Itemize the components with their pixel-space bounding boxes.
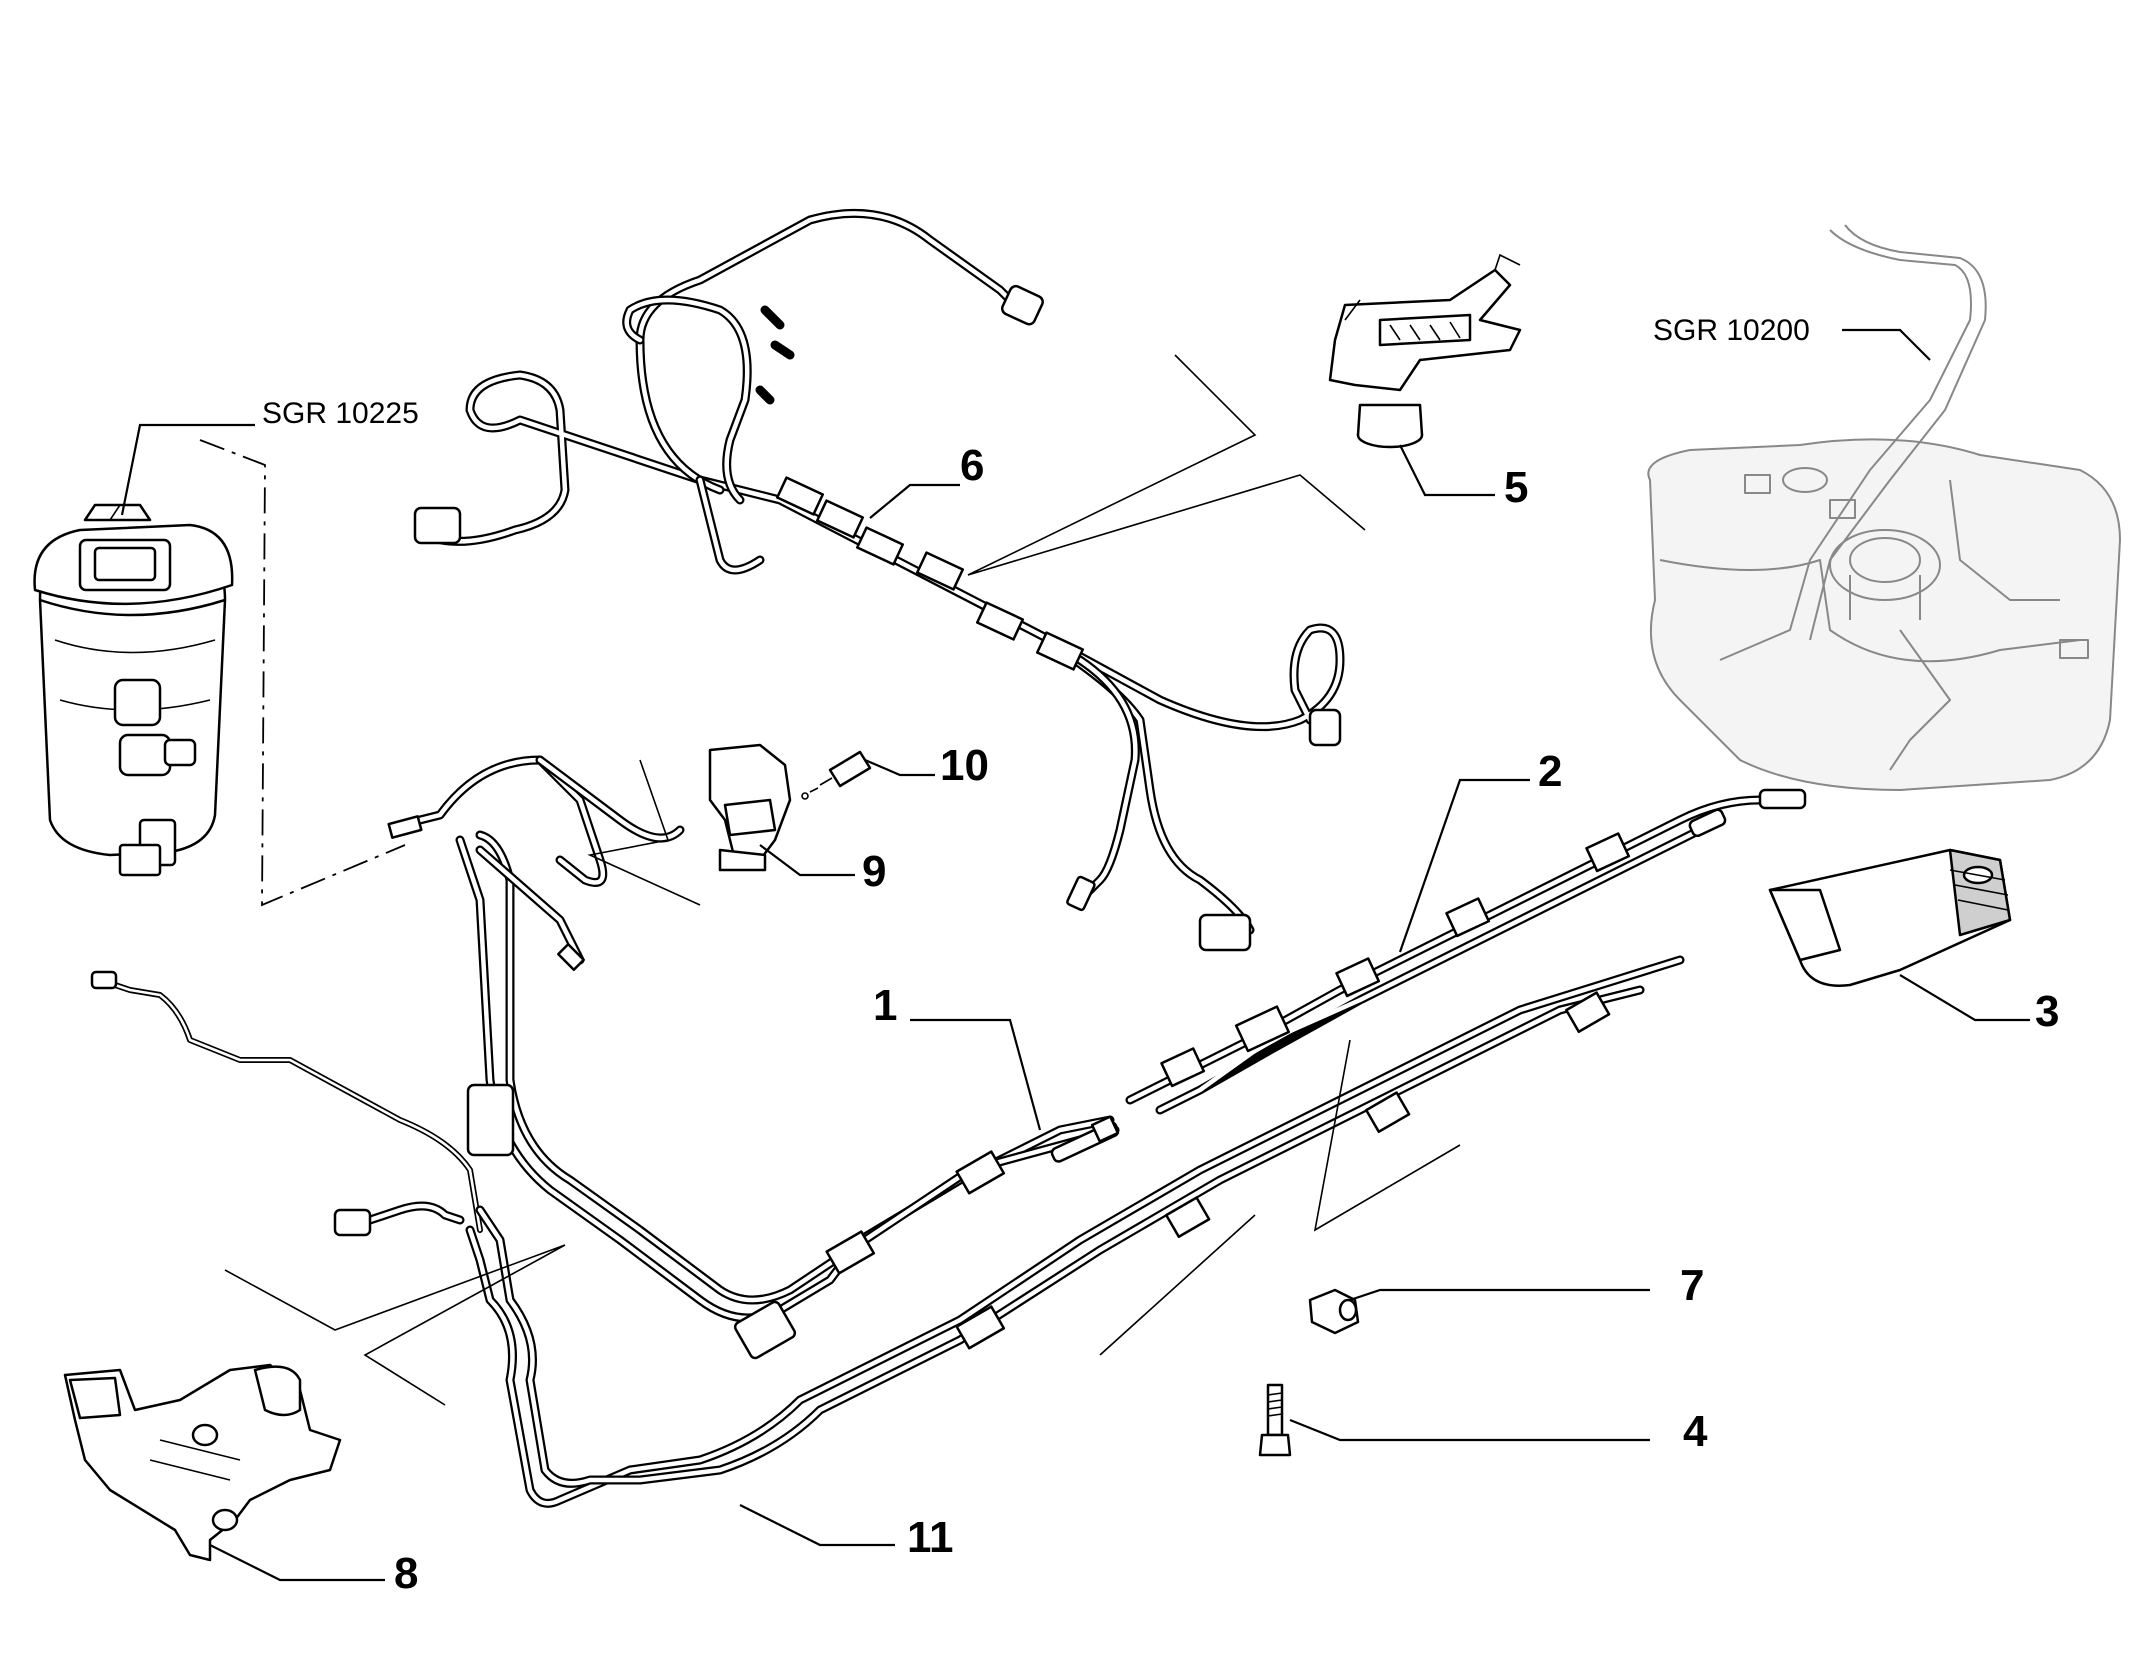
cover-3	[1768, 848, 2012, 987]
pipe-1-pointer	[587, 759, 701, 906]
callout-2: 2	[1538, 747, 1562, 796]
callout-5: 5	[1504, 463, 1528, 512]
callout-10: 10	[940, 741, 989, 790]
pipe-assembly-1	[387, 755, 1120, 1360]
callout-3-leader	[1899, 974, 2030, 1022]
pipe-11-pointer	[224, 1244, 566, 1406]
callout-9: 9	[862, 847, 886, 896]
filter-reference-bracket	[199, 439, 406, 907]
callout-1: 1	[873, 981, 897, 1030]
tank-reference-label: SGR 10200	[1653, 314, 1810, 347]
callout-7: 7	[1680, 1261, 1704, 1310]
harness-6-pointer	[967, 354, 1366, 576]
pipe-2-pointer	[1099, 1039, 1461, 1356]
fuel-tank-assembly	[1647, 224, 2121, 791]
callout-8: 8	[394, 1549, 418, 1598]
pipe-assembly-2	[1125, 788, 1807, 1115]
pump-bracket-5	[1328, 253, 1522, 449]
pipe-assembly-11	[90, 955, 1685, 1508]
callout-6: 6	[960, 441, 984, 490]
pipe-harness-6	[413, 208, 1345, 952]
nut-7	[1308, 1288, 1360, 1335]
callout-9-leader	[759, 844, 855, 877]
callout-11: 11	[907, 1513, 954, 1562]
callout-3: 3	[2035, 987, 2059, 1036]
callout-4: 4	[1683, 1407, 1708, 1456]
callout-11-leader	[739, 1504, 895, 1547]
fitting-10	[801, 750, 872, 800]
callout-2-leader	[1398, 778, 1530, 953]
callout-1-leader	[910, 1018, 1042, 1131]
bolt-4	[1258, 1383, 1292, 1457]
bracket-8	[63, 1363, 342, 1562]
fuel-filter-assembly	[33, 503, 234, 877]
filter-reference-label: SGR 10225	[262, 397, 419, 430]
callout-8-leader	[209, 1544, 385, 1582]
callout-7-leader	[1349, 1288, 1650, 1302]
clip-9	[708, 743, 792, 872]
tank-reference-leader	[1842, 328, 1931, 361]
callout-5-leader	[1399, 444, 1495, 497]
callout-4-leader	[1289, 1418, 1650, 1442]
harness-clips	[775, 476, 1085, 671]
callout-6-leader	[869, 483, 960, 519]
filter-reference-leader	[120, 423, 255, 516]
callout-10-leader	[864, 758, 935, 777]
